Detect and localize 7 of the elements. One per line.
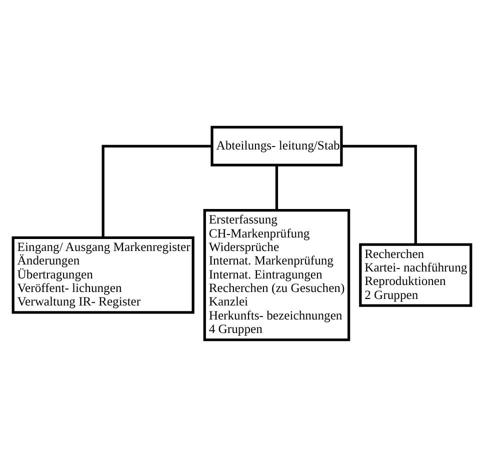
node-box: Recherchen Kartei- nachführung Reproduktionen 2 Gruppen (359, 242, 472, 306)
connector (102, 144, 212, 237)
connector (275, 164, 278, 210)
node-box: Abteilungs- leitung/Stab (210, 125, 343, 166)
connector (342, 144, 417, 244)
node-box: Eingang/ Ausgang Markenregister Änderungen Übertragungen Veröffent- lichungen Verwaltung IR- Register (12, 236, 194, 314)
node-box: Ersterfassung CH-Markenprüfung Widersprüche Internat. Markenprüfung Internat. Eintragungen Recherchen (zu Gesuchen) Kanzlei Herkunfts- bezeichnungen 4 Gruppen (203, 208, 350, 341)
